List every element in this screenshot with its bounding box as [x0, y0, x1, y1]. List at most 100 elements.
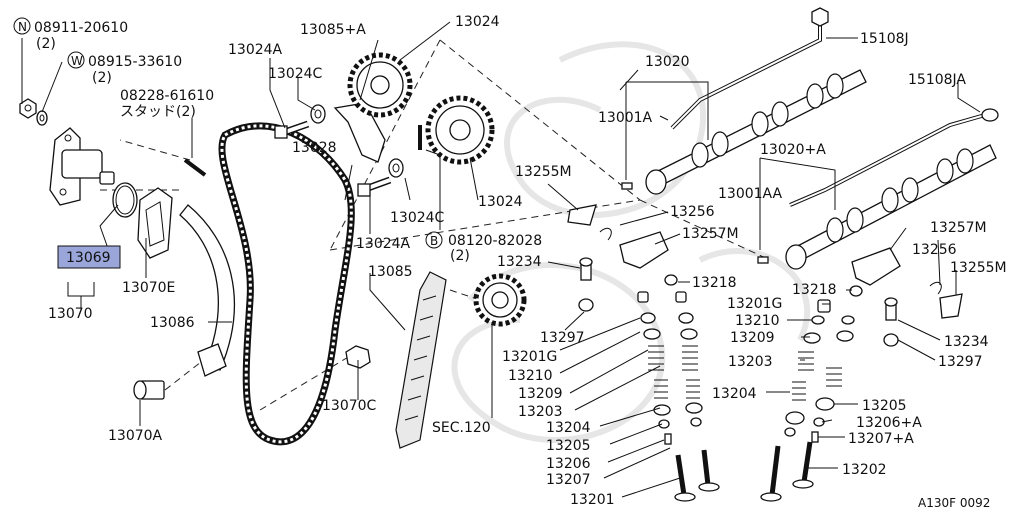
label-13207-left: 13207 — [546, 472, 591, 488]
label-08120-qty: (2) — [450, 248, 470, 264]
leader-lines — [21, 21, 981, 498]
label-13210-left: 13210 — [508, 368, 553, 384]
circle-b-icon — [425, 231, 443, 249]
label-13256-top: 13256 — [670, 204, 715, 220]
label-13255m-top: 13255M — [515, 164, 572, 180]
highlight-box-13069 — [57, 245, 121, 269]
cam-sprocket-lower — [425, 95, 495, 165]
label-13297-right: 13297 — [938, 354, 983, 370]
washer-lower — [388, 158, 404, 178]
label-13069: 13069 — [66, 250, 111, 266]
rocker-bracket-left — [567, 204, 597, 226]
label-13202: 13202 — [842, 462, 887, 478]
label-13203-right: 13203 — [728, 354, 773, 370]
circle-n-icon — [13, 17, 31, 35]
lash-adjuster-left — [579, 257, 593, 281]
label-13028: 13028 — [292, 140, 337, 156]
stud-part — [183, 158, 207, 177]
label-13207-a: 13207+A — [848, 431, 914, 447]
label-08911-20610: 08911-20610 — [34, 20, 128, 36]
o-ring-part — [112, 182, 138, 218]
label-15108ja: 15108JA — [908, 72, 966, 88]
label-13085-a: 13085+A — [300, 22, 366, 38]
tension-guide-part — [395, 271, 447, 449]
circle-w-icon — [67, 51, 85, 69]
label-13205-left: 13205 — [546, 438, 591, 454]
label-13086: 13086 — [150, 315, 195, 331]
label-sec-120: SEC.120 — [432, 420, 491, 436]
chain-guide-part — [179, 204, 235, 377]
label-13209-left: 13209 — [518, 386, 563, 402]
label-13001a: 13001A — [598, 110, 653, 126]
label-13218-right: 13218 — [792, 282, 837, 298]
label-13234-right: 13234 — [944, 334, 989, 350]
prefix-b: B — [430, 234, 438, 248]
intake-camshaft-part — [645, 69, 867, 195]
label-13206-a: 13206+A — [856, 415, 922, 431]
sprocket-bolt-upper — [274, 120, 310, 139]
label-13070a: 13070A — [108, 428, 163, 444]
rocker-arm-right — [851, 247, 901, 286]
valve-train-right — [760, 285, 863, 502]
label-13204-right: 13204 — [712, 386, 757, 402]
label-13085: 13085 — [368, 264, 413, 280]
label-15108j: 15108J — [860, 31, 909, 47]
prefix-n: N — [18, 20, 27, 34]
crank-sprocket-part — [473, 273, 527, 327]
oil-pipe-upper — [670, 7, 829, 130]
label-13209-right: 13209 — [730, 330, 775, 346]
lash-adjuster-right — [884, 297, 898, 321]
label-13070: 13070 — [48, 306, 93, 322]
rocker-arm-left — [619, 231, 669, 269]
label-08911-qty: (2) — [36, 36, 56, 52]
callout-labels: N 08911-20610 (2) W 08915-33610 (2) 0822… — [13, 14, 1007, 510]
seal-washer-left — [578, 298, 594, 312]
label-stud-qty: スタッド(2) — [120, 104, 196, 120]
label-13203-left: 13203 — [518, 404, 563, 420]
label-13070e: 13070E — [122, 280, 175, 296]
label-13024a-mid: 13024A — [356, 236, 411, 252]
label-13024c-mid: 13024C — [390, 210, 445, 226]
label-08120-82028: 08120-82028 — [448, 233, 542, 249]
label-13001aa: 13001AA — [718, 186, 783, 202]
figure-code: A130F 0092 — [918, 496, 990, 510]
label-13234-left: 13234 — [497, 254, 542, 270]
exhaust-camshaft-part — [785, 144, 997, 270]
oil-pipe-lower — [789, 108, 999, 207]
gasket-part — [137, 187, 173, 259]
nut-part — [19, 98, 37, 119]
label-13205-right: 13205 — [862, 398, 907, 414]
label-13218-left: 13218 — [692, 275, 737, 291]
label-13256-right: 13256 — [912, 242, 957, 258]
label-13024-top: 13024 — [455, 14, 500, 30]
dowel-pin-left — [621, 182, 633, 190]
label-13255m-right: 13255M — [950, 260, 1007, 276]
seal-washer-right — [883, 333, 899, 347]
label-13020-a: 13020+A — [760, 142, 826, 158]
valve-train-left — [637, 274, 720, 502]
pivot-bolt-part — [133, 380, 165, 400]
rocker-bracket-right — [939, 293, 963, 319]
label-13201: 13201 — [570, 492, 615, 508]
timing-chain-part — [218, 122, 355, 446]
label-13024-mid: 13024 — [478, 194, 523, 210]
label-13020: 13020 — [645, 54, 690, 70]
sprocket-bolt-lower — [357, 176, 392, 197]
label-13201g-left: 13201G — [502, 349, 557, 365]
label-08915-qty: (2) — [92, 70, 112, 86]
label-13257m-right: 13257M — [930, 220, 987, 236]
dowel-pin-right — [757, 256, 769, 264]
label-13070c: 13070C — [322, 398, 377, 414]
label-13297-left: 13297 — [540, 330, 585, 346]
label-13201g-right: 13201G — [727, 296, 782, 312]
cam-sprocket-upper — [347, 52, 413, 118]
label-13204-left: 13204 — [546, 420, 591, 436]
label-13024a-top: 13024A — [228, 42, 283, 58]
washer-part — [36, 110, 48, 126]
label-13206-left: 13206 — [546, 456, 591, 472]
label-13024c-top: 13024C — [268, 66, 323, 82]
label-13257m-top: 13257M — [682, 226, 739, 242]
washer-upper — [310, 104, 326, 124]
label-13210-right: 13210 — [735, 313, 780, 329]
